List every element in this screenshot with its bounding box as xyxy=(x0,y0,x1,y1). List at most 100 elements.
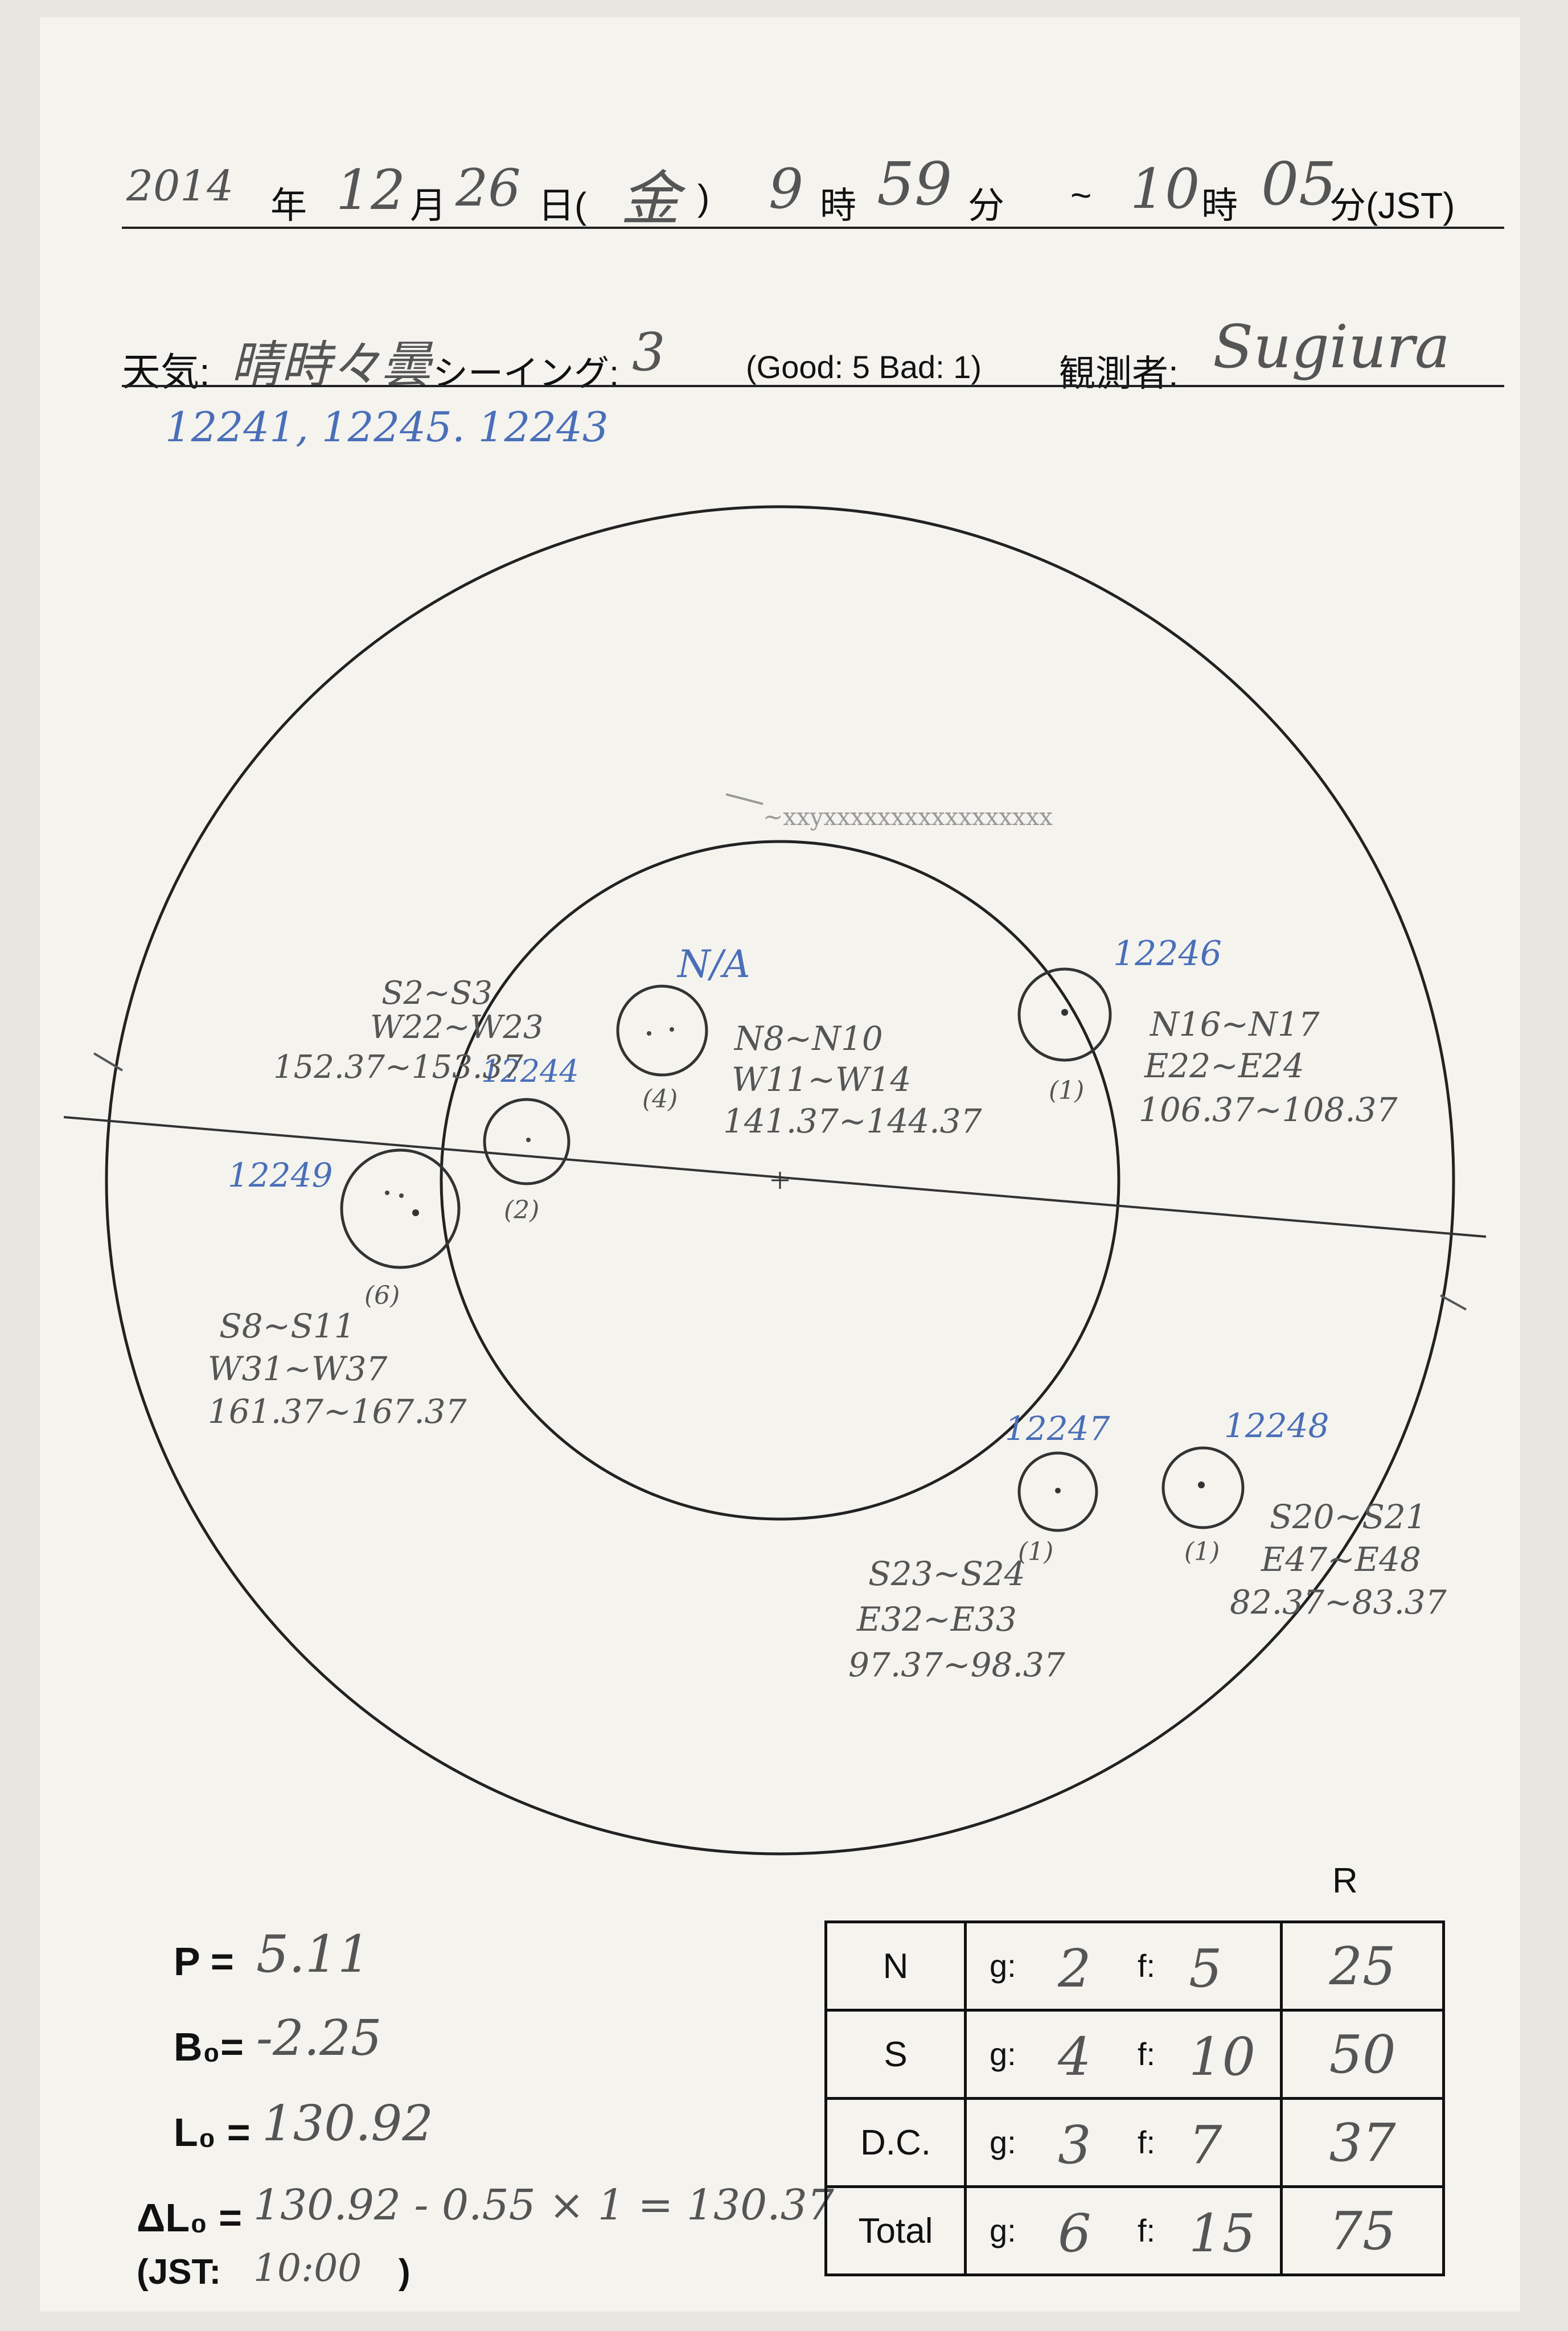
table-row: D.C. g: 3 f: 7 37 xyxy=(824,2097,1445,2188)
f-value: 15 xyxy=(1189,2203,1256,2264)
start-min-value: 59 xyxy=(877,149,953,219)
delta-l0-label: ΔL₀ = xyxy=(137,2195,242,2240)
g-label: g: xyxy=(990,2213,1016,2248)
r-value: 37 xyxy=(1329,2112,1396,2173)
observer-label: 観測者: xyxy=(1059,353,1179,394)
year-label: 年 xyxy=(270,185,307,226)
header-rule xyxy=(122,227,1504,229)
spot xyxy=(399,1193,404,1198)
group-longitude: E22~E24 xyxy=(1144,1047,1304,1085)
row-name: S xyxy=(824,2009,967,2100)
l0-value: 130.92 xyxy=(262,2095,433,2152)
weekday-value: 金 xyxy=(621,164,680,233)
group-number: 12248 xyxy=(1224,1406,1329,1445)
row-name: D.C. xyxy=(824,2097,967,2188)
conditions-rule xyxy=(122,385,1504,387)
start-min-label: 分 xyxy=(968,185,1004,226)
g-value: 3 xyxy=(1058,2115,1091,2176)
group-carrington: 141.37~144.37 xyxy=(723,1102,982,1140)
g-label: g: xyxy=(990,2036,1016,2072)
seeing-value: 3 xyxy=(632,322,666,383)
end-min-value: 05 xyxy=(1261,149,1337,219)
group-carrington: 97.37~98.37 xyxy=(848,1645,1065,1684)
outer-disk-circle xyxy=(105,505,1455,1856)
group-longitude: W31~W37 xyxy=(208,1349,388,1388)
spot xyxy=(385,1191,389,1195)
group-spot-count: (6) xyxy=(364,1281,400,1310)
tilde: ~ xyxy=(1070,175,1092,216)
g-label: g: xyxy=(990,1948,1016,1984)
day-value: 26 xyxy=(455,158,521,218)
b0-label: B₀= xyxy=(174,2025,244,2069)
start-hour-value: 9 xyxy=(769,157,804,221)
f-label: f: xyxy=(1138,1948,1156,1984)
group-circle-12247 xyxy=(1017,1451,1098,1532)
group-circle-12244 xyxy=(483,1098,570,1185)
row-name: N xyxy=(824,1920,967,2012)
group-latitude: N16~N17 xyxy=(1150,1005,1320,1044)
sunspot-count-table: N g: 2 f: 5 25 S g: 4 f: 10 50 D.C. g: 3… xyxy=(824,1920,1445,2276)
b0-value: -2.25 xyxy=(256,2010,382,2067)
group-carrington: 82.37~83.37 xyxy=(1230,1583,1447,1622)
group-circle-12248 xyxy=(1161,1446,1245,1529)
month-label: 月 xyxy=(410,185,446,226)
end-hour-value: 10 xyxy=(1130,157,1200,221)
weather-value: 晴時々曇 xyxy=(231,335,432,394)
group-latitude: S2~S3 xyxy=(381,975,492,1012)
limb-note: ~xxyxxxxxxxxxxxxxxxxx xyxy=(763,803,1053,831)
spot xyxy=(1055,1488,1061,1493)
spot xyxy=(526,1138,531,1142)
group-latitude: S20~S21 xyxy=(1270,1497,1427,1536)
day-label: 日( xyxy=(538,185,587,226)
group-spot-count: (1) xyxy=(1049,1076,1085,1105)
f-label: f: xyxy=(1138,2124,1156,2160)
inner-disk-circle xyxy=(440,840,1120,1521)
f-value: 7 xyxy=(1189,2115,1222,2176)
group-spot-count: (1) xyxy=(1018,1537,1054,1566)
seeing-scale: (Good: 5 Bad: 1) xyxy=(746,349,982,385)
group-circle-12246 xyxy=(1017,967,1112,1062)
group-number: 12246 xyxy=(1113,934,1222,974)
jst-close: ) xyxy=(399,2252,411,2292)
r-value: 50 xyxy=(1329,2024,1396,2085)
group-number: N/A xyxy=(678,942,750,986)
spot xyxy=(1061,1009,1068,1016)
spot xyxy=(412,1209,419,1216)
group-longitude: E32~E33 xyxy=(857,1600,1017,1639)
p-value: 5.11 xyxy=(256,1924,371,1984)
group-number: 12247 xyxy=(1005,1409,1110,1448)
l0-label: L₀ = xyxy=(174,2110,251,2154)
weekday-close: ) xyxy=(697,177,710,218)
table-row: S g: 4 f: 10 50 xyxy=(824,2009,1445,2100)
g-label: g: xyxy=(990,2124,1016,2160)
group-latitude: S23~S24 xyxy=(868,1554,1025,1593)
year-value: 2014 xyxy=(126,162,234,211)
f-label: f: xyxy=(1138,2036,1156,2072)
g-value: 6 xyxy=(1058,2203,1091,2264)
group-carrington: 152.37~153.37 xyxy=(273,1049,523,1086)
r-value: 75 xyxy=(1329,2200,1396,2262)
group-spot-count: (4) xyxy=(642,1085,678,1114)
row-name: Total xyxy=(824,2185,967,2276)
delta-l0-value: 130.92 - 0.55 × 1 = 130.37 xyxy=(253,2181,834,2230)
limb-hatch xyxy=(725,793,764,805)
f-value: 5 xyxy=(1189,1938,1222,1999)
group-carrington: 161.37~167.37 xyxy=(208,1392,467,1431)
p-label: P = xyxy=(174,1939,234,1984)
group-latitude: S8~S11 xyxy=(219,1307,355,1345)
group-latitude: N8~N10 xyxy=(734,1019,883,1058)
end-hour-label: 時 xyxy=(1201,185,1238,226)
jst-value: 10:00 xyxy=(253,2246,362,2290)
table-row: N g: 2 f: 5 25 xyxy=(824,1920,1445,2012)
start-hour-label: 時 xyxy=(820,185,856,226)
f-value: 10 xyxy=(1189,2026,1256,2087)
region-list: 12241, 12245. 12243 xyxy=(165,403,609,451)
group-spot-count: (2) xyxy=(504,1196,540,1225)
f-label: f: xyxy=(1138,2213,1156,2248)
r-value: 25 xyxy=(1329,1935,1396,1997)
spot xyxy=(1198,1482,1205,1488)
month-value: 12 xyxy=(336,158,406,222)
g-value: 4 xyxy=(1058,2026,1091,2087)
limb-mark-east xyxy=(1440,1294,1467,1311)
